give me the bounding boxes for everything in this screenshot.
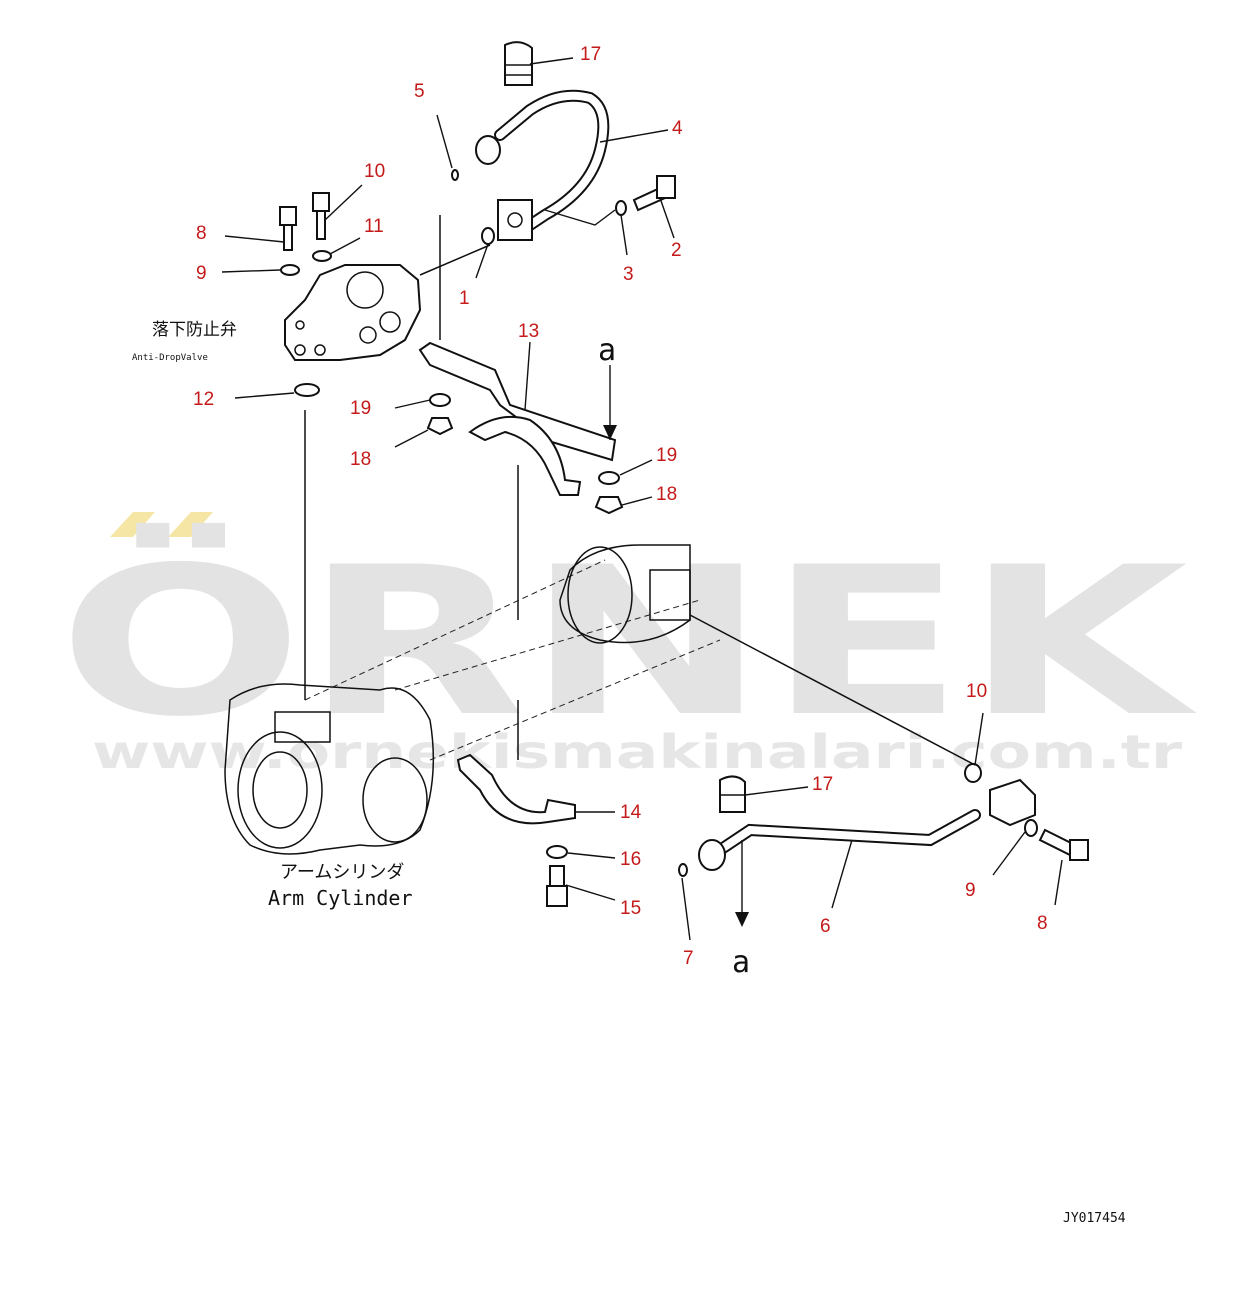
callout-19-left: 19 <box>350 398 371 419</box>
clamp-14-assembly <box>456 753 576 907</box>
callout-16: 16 <box>620 849 641 870</box>
callout-18-right: 18 <box>656 484 677 505</box>
watermark-accent-left <box>110 512 155 537</box>
pipe-4-assembly <box>419 41 676 340</box>
callout-18-left: 18 <box>350 449 371 470</box>
callout-3: 3 <box>623 264 634 285</box>
callout-17-bottom: 17 <box>812 774 833 795</box>
callout-14: 14 <box>620 802 642 823</box>
callout-2: 2 <box>671 240 682 261</box>
valve-bolts <box>279 192 332 397</box>
view-arrows: a a <box>598 333 750 980</box>
bracket-13 <box>418 341 624 760</box>
watermark-url: www.ornekismakinalari.com.tr <box>92 725 1182 779</box>
callout-9-top: 9 <box>196 263 207 284</box>
pipe-6-assembly <box>678 614 1089 877</box>
callout-10-top: 10 <box>364 161 385 182</box>
component-labels: 落下防止弁 Anti-DropValve アームシリンダ Arm Cylinde… <box>132 320 1126 1226</box>
view-a-top-label: a <box>598 333 616 368</box>
callout-8-bottom: 8 <box>1037 913 1048 934</box>
callout-10-bottom: 10 <box>966 681 987 702</box>
callout-13: 13 <box>518 321 539 342</box>
arm-cylinder <box>224 410 721 855</box>
callout-11: 11 <box>364 216 384 237</box>
callout-5: 5 <box>414 81 425 102</box>
watermark-accent-right <box>168 512 213 537</box>
callout-15: 15 <box>620 898 641 919</box>
drawing-code: JY017454 <box>1063 1211 1126 1226</box>
callout-19-right: 19 <box>656 445 677 466</box>
anti-drop-valve-en-label: Anti-DropValve <box>132 353 208 363</box>
callout-6: 6 <box>820 916 831 937</box>
anti-drop-valve-jp-label: 落下防止弁 <box>152 320 237 340</box>
arm-cylinder-en-label: Arm Cylinder <box>268 886 413 910</box>
arm-cylinder-jp-label: アームシリンダ <box>280 862 404 883</box>
callout-9-bottom: 9 <box>965 880 976 901</box>
callout-numbers: 17 5 4 10 11 8 9 2 3 1 13 12 19 18 19 18… <box>193 44 1048 969</box>
callout-17-top: 17 <box>580 44 601 65</box>
watermark: ÖRNEK www.ornekismakinalari.com.tr <box>58 512 1198 779</box>
leader-lines <box>221 57 1063 941</box>
callout-1: 1 <box>459 288 470 309</box>
callout-7: 7 <box>683 948 694 969</box>
callout-12: 12 <box>193 389 214 410</box>
view-a-bottom-label: a <box>732 945 750 980</box>
anti-drop-valve <box>284 264 422 361</box>
callout-4: 4 <box>672 118 683 139</box>
callout-8-top: 8 <box>196 223 207 244</box>
